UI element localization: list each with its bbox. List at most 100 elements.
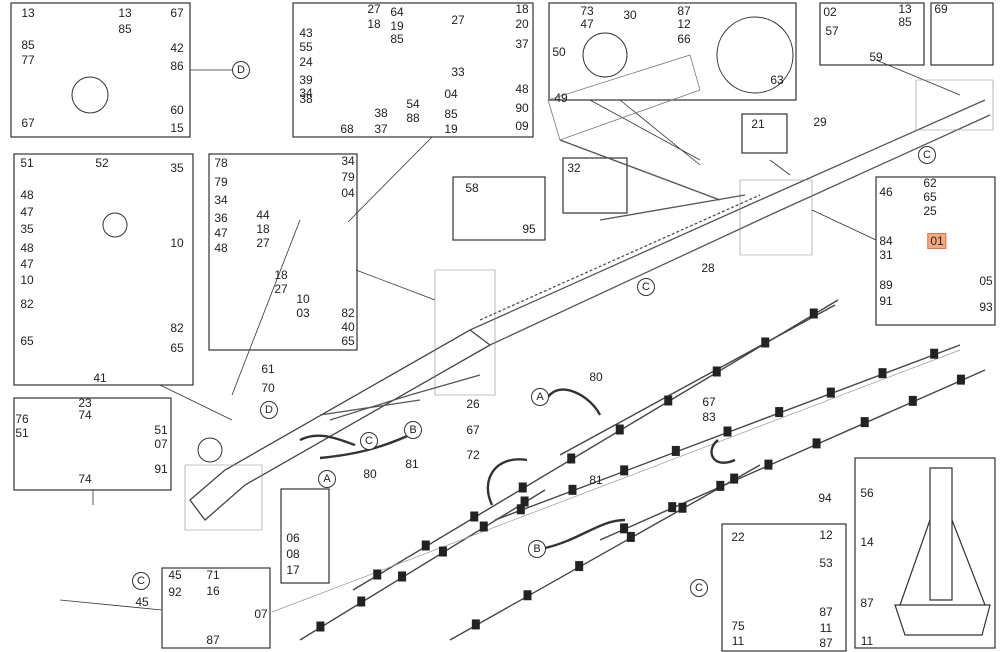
part-label[interactable]: 67 <box>466 423 480 437</box>
part-label[interactable]: 77 <box>21 53 35 67</box>
part-label[interactable]: 75 <box>731 619 745 633</box>
part-label[interactable]: 34 <box>341 154 355 168</box>
section-reference-circle[interactable]: C <box>918 146 936 164</box>
part-label[interactable]: 78 <box>214 156 228 170</box>
section-reference-circle[interactable]: B <box>528 540 546 558</box>
part-label[interactable]: 29 <box>813 115 827 129</box>
part-label[interactable]: 51 <box>154 423 168 437</box>
part-label[interactable]: 65 <box>341 334 355 348</box>
part-label[interactable]: 85 <box>898 15 912 29</box>
part-label[interactable]: 80 <box>589 370 603 384</box>
part-label[interactable]: 14 <box>860 535 874 549</box>
part-label[interactable]: 18 <box>256 222 270 236</box>
part-label[interactable]: 80 <box>363 467 377 481</box>
part-label[interactable]: 63 <box>770 73 784 87</box>
part-label[interactable]: 45 <box>135 595 149 609</box>
part-label[interactable]: 35 <box>170 161 184 175</box>
section-reference-circle[interactable]: C <box>360 432 378 450</box>
part-label[interactable]: 67 <box>21 116 35 130</box>
part-label[interactable]: 21 <box>751 117 765 131</box>
part-label[interactable]: 16 <box>206 584 220 598</box>
part-label[interactable]: 88 <box>406 111 420 125</box>
part-label[interactable]: 10 <box>296 292 310 306</box>
part-label[interactable]: 04 <box>444 87 458 101</box>
part-label[interactable]: 85 <box>390 32 404 46</box>
section-reference-circle[interactable]: C <box>132 572 150 590</box>
part-label[interactable]: 38 <box>374 106 388 120</box>
part-label[interactable]: 89 <box>879 278 893 292</box>
part-label[interactable]: 68 <box>340 122 354 136</box>
section-reference-circle[interactable]: D <box>232 61 250 79</box>
part-label[interactable]: 13 <box>21 6 35 20</box>
part-label-highlighted[interactable]: 01 <box>927 233 947 249</box>
part-label[interactable]: 35 <box>20 222 34 236</box>
part-label[interactable]: 09 <box>515 119 529 133</box>
part-label[interactable]: 48 <box>515 82 529 96</box>
part-label[interactable]: 87 <box>860 596 874 610</box>
part-label[interactable]: 10 <box>20 273 34 287</box>
part-label[interactable]: 27 <box>451 13 465 27</box>
part-label[interactable]: 66 <box>677 32 691 46</box>
part-label[interactable]: 37 <box>515 37 529 51</box>
part-label[interactable]: 11 <box>731 634 745 648</box>
part-label[interactable]: 46 <box>879 185 893 199</box>
section-reference-circle[interactable]: C <box>637 278 655 296</box>
part-label[interactable]: 60 <box>170 103 184 117</box>
part-label[interactable]: 13 <box>898 2 912 16</box>
part-label[interactable]: 26 <box>466 397 480 411</box>
part-label[interactable]: 74 <box>78 472 92 486</box>
part-label[interactable]: 87 <box>206 633 220 647</box>
part-label[interactable]: 20 <box>515 17 529 31</box>
part-label[interactable]: 11 <box>860 634 874 648</box>
part-label[interactable]: 43 <box>299 26 313 40</box>
part-label[interactable]: 08 <box>286 547 300 561</box>
part-label[interactable]: 47 <box>20 257 34 271</box>
part-label[interactable]: 85 <box>444 107 458 121</box>
part-label[interactable]: 05 <box>979 274 993 288</box>
part-label[interactable]: 30 <box>623 8 637 22</box>
part-label[interactable]: 51 <box>15 426 29 440</box>
part-label[interactable]: 37 <box>374 122 388 136</box>
part-label[interactable]: 47 <box>580 17 594 31</box>
part-label[interactable]: 83 <box>702 410 716 424</box>
part-label[interactable]: 87 <box>819 636 833 650</box>
part-label[interactable]: 39 <box>299 73 313 87</box>
part-label[interactable]: 19 <box>444 122 458 136</box>
part-label[interactable]: 11 <box>819 621 833 635</box>
section-reference-circle[interactable]: D <box>260 401 278 419</box>
part-label[interactable]: 49 <box>554 91 568 105</box>
part-label[interactable]: 25 <box>923 204 937 218</box>
part-label[interactable]: 79 <box>341 170 355 184</box>
part-label[interactable]: 91 <box>879 294 893 308</box>
part-label[interactable]: 23 <box>78 396 92 410</box>
part-label[interactable]: 61 <box>261 362 275 376</box>
part-label[interactable]: 81 <box>589 473 603 487</box>
part-label[interactable]: 31 <box>879 248 893 262</box>
part-label[interactable]: 67 <box>702 395 716 409</box>
part-label[interactable]: 42 <box>170 41 184 55</box>
part-label[interactable]: 28 <box>701 261 715 275</box>
part-label[interactable]: 52 <box>95 156 109 170</box>
part-label[interactable]: 17 <box>286 563 300 577</box>
part-label[interactable]: 65 <box>20 334 34 348</box>
section-reference-circle[interactable]: C <box>690 579 708 597</box>
part-label[interactable]: 93 <box>979 300 993 314</box>
section-reference-circle[interactable]: A <box>318 470 336 488</box>
part-label[interactable]: 19 <box>390 19 404 33</box>
part-label[interactable]: 22 <box>731 530 745 544</box>
part-label[interactable]: 27 <box>367 2 381 16</box>
part-label[interactable]: 48 <box>20 241 34 255</box>
part-label[interactable]: 85 <box>118 22 132 36</box>
part-label[interactable]: 18 <box>367 17 381 31</box>
part-label[interactable]: 12 <box>677 17 691 31</box>
part-label[interactable]: 65 <box>923 190 937 204</box>
part-label[interactable]: 18 <box>515 2 529 16</box>
part-label[interactable]: 44 <box>256 208 270 222</box>
part-label[interactable]: 54 <box>406 97 420 111</box>
part-label[interactable]: 12 <box>819 528 833 542</box>
part-label[interactable]: 81 <box>405 457 419 471</box>
part-label[interactable]: 72 <box>466 448 480 462</box>
part-label[interactable]: 53 <box>819 556 833 570</box>
part-label[interactable]: 41 <box>93 371 107 385</box>
part-label[interactable]: 56 <box>860 486 874 500</box>
